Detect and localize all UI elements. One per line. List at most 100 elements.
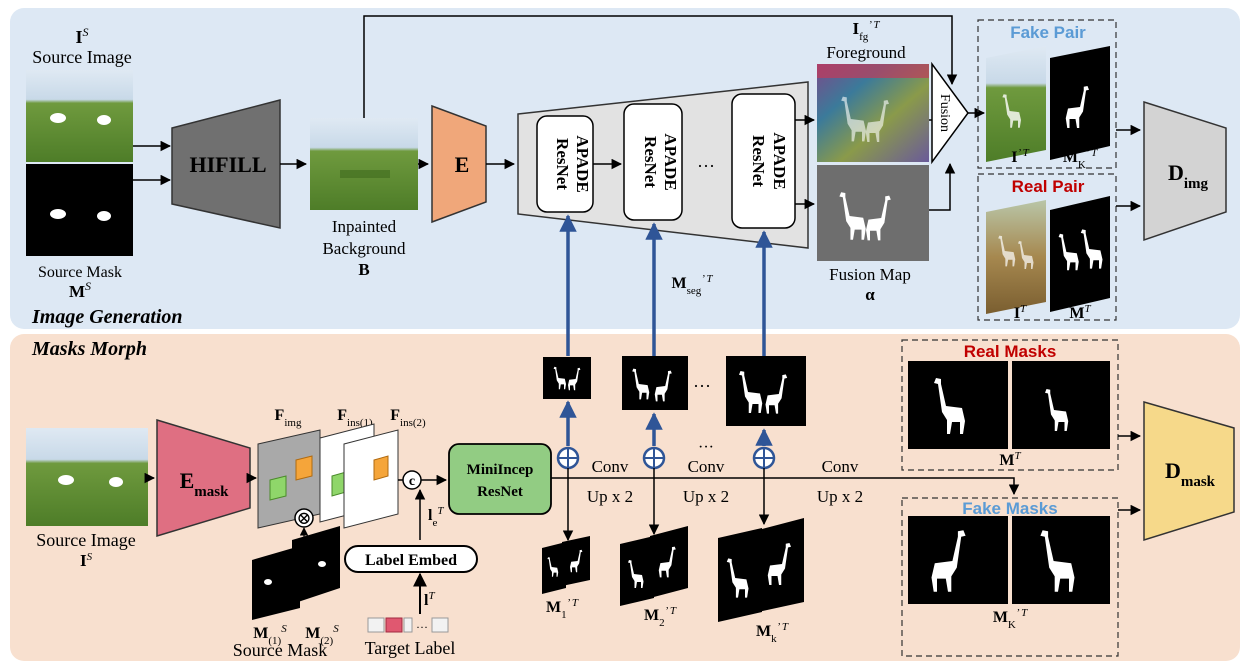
fusion-block [931, 61, 969, 165]
source-mask-label: Source Mask [38, 264, 122, 281]
source-instance-mask-1 [252, 546, 300, 620]
arrow-map-to-fusion [929, 162, 956, 211]
svg-text:APADE: APADE [770, 132, 789, 189]
source-instance-mask-2 [292, 526, 340, 604]
target-label-text: Target Label [365, 638, 456, 658]
mseg-symbol: Mseg’ T [671, 273, 713, 297]
masks-morph-title: Masks Morph [31, 338, 147, 360]
fake-pair-mask [1050, 46, 1110, 160]
real-pair-image [986, 200, 1046, 314]
d-img-label: Dimg [1168, 160, 1209, 192]
miniincep-label-1: MiniIncep [467, 462, 534, 478]
mseg-thumb-1 [543, 357, 591, 399]
real-pair-i-symbol: IT [1014, 303, 1027, 322]
otimes-symbol: ⊗ [296, 508, 311, 528]
m1-symbol: M1’ T [546, 597, 579, 621]
real-pair-box [977, 173, 1117, 321]
source-mask-thumb [26, 164, 133, 256]
fake-masks-symbol: MK’ T [993, 607, 1028, 631]
source-image-label: Source Image [32, 47, 131, 67]
inpainted-label-1: Inpainted [332, 217, 397, 236]
fake-pair-m-symbol: MK’ T [1063, 147, 1098, 171]
svg-text:···: ··· [416, 620, 428, 634]
inpainted-background-thumb [310, 118, 418, 210]
apade-ellipsis: ··· [697, 156, 715, 176]
foreground-label: Foreground [826, 43, 906, 62]
svg-text:ResNet: ResNet [641, 136, 660, 188]
arrow-background-to-fusion [363, 15, 958, 118]
real-pair-title: Real Pair [1012, 177, 1085, 196]
source-mask-symbol: MS [69, 279, 91, 301]
apade-block-1: APADE ResNet [536, 115, 594, 213]
oplus-op-3 [752, 446, 776, 470]
svg-text:ResNet: ResNet [749, 135, 768, 187]
emask-label: Emask [180, 468, 230, 500]
fake-mask-image-2 [1012, 516, 1110, 604]
d-mask-block [1143, 401, 1235, 542]
encoder-block [431, 104, 487, 224]
m2-symbol: M2’ T [644, 605, 677, 629]
m1s-symbol: M(1)S [253, 623, 287, 647]
upx2-label-1: Up x 2 [587, 487, 633, 506]
concat-symbol: c [409, 474, 415, 489]
apade-block-3: APADE ResNet [731, 93, 796, 229]
fake-mask-image-1 [908, 516, 1008, 604]
label-embed-block [344, 545, 478, 573]
f-ins2-label: Fins(2) [390, 407, 426, 429]
fake-masks-box [901, 497, 1119, 657]
f-img-feature-map [257, 429, 321, 529]
arrow-to-fake-masks [551, 477, 1020, 496]
lt-symbol: lT [424, 590, 435, 609]
output-mask-2 [620, 526, 688, 606]
fake-masks-title: Fake Masks [962, 499, 1057, 518]
le-symbol: leT [428, 505, 444, 529]
fusion-label: Fusion [937, 94, 952, 132]
real-masks-symbol: MT [999, 450, 1021, 469]
target-label-vector: ··· [367, 617, 449, 634]
hifill-label: HIFILL [189, 152, 266, 177]
svg-text:APADE: APADE [573, 135, 592, 192]
source-image-symbol: IS [75, 25, 88, 47]
label-embed-label: Label Embed [365, 552, 457, 569]
fake-pair-image [986, 46, 1046, 162]
mk-symbol: Mk’ T [756, 621, 789, 645]
real-masks-box [901, 339, 1119, 471]
mseg-thumb-2 [622, 356, 688, 410]
upx2-label-3: Up x 2 [817, 487, 863, 506]
real-pair-mask [1050, 196, 1110, 312]
conv-ellipsis: ··· [698, 439, 714, 456]
svg-text:APADE: APADE [661, 133, 680, 190]
m2s-symbol: M(2)S [305, 623, 339, 647]
foreground-symbol: Ifg’ T [852, 19, 880, 43]
fake-pair-i-symbol: I’ T [1011, 147, 1029, 166]
fusion-map-label: Fusion Map [829, 265, 911, 284]
oplus-op-1 [556, 446, 580, 470]
fusion-map-symbol: α [865, 285, 875, 304]
svg-text:ResNet: ResNet [553, 138, 572, 190]
bottom-source-image-symbol: IS [80, 551, 93, 570]
encoder-label: E [455, 152, 470, 177]
conv-label-3: Conv [822, 457, 859, 476]
real-mask-image-1 [908, 361, 1008, 449]
conv-label-1: Conv [592, 457, 629, 476]
apade-block-2: APADE ResNet [623, 103, 683, 221]
real-pair-m-symbol: MT [1069, 303, 1091, 322]
f-img-label: Fimg [275, 407, 302, 429]
otimes-op [294, 508, 314, 528]
foreground-thumb [817, 64, 929, 162]
bottom-source-image-label: Source Image [36, 530, 135, 550]
upx2-label-2: Up x 2 [683, 487, 729, 506]
fake-pair-title: Fake Pair [1010, 23, 1086, 42]
d-img-block [1143, 100, 1227, 242]
oplus-op-2 [642, 446, 666, 470]
miniincep-label-2: ResNet [477, 484, 523, 500]
inpainted-symbol: B [358, 260, 369, 279]
fusion-map-thumb [817, 165, 929, 261]
output-mask-1 [542, 536, 590, 594]
hifill-block [171, 99, 281, 229]
real-mask-image-2 [1012, 361, 1110, 449]
bottom-source-mask-label: Source Mask [233, 640, 327, 660]
image-generation-title: Image Generation [31, 306, 183, 328]
real-masks-title: Real Masks [964, 342, 1057, 361]
